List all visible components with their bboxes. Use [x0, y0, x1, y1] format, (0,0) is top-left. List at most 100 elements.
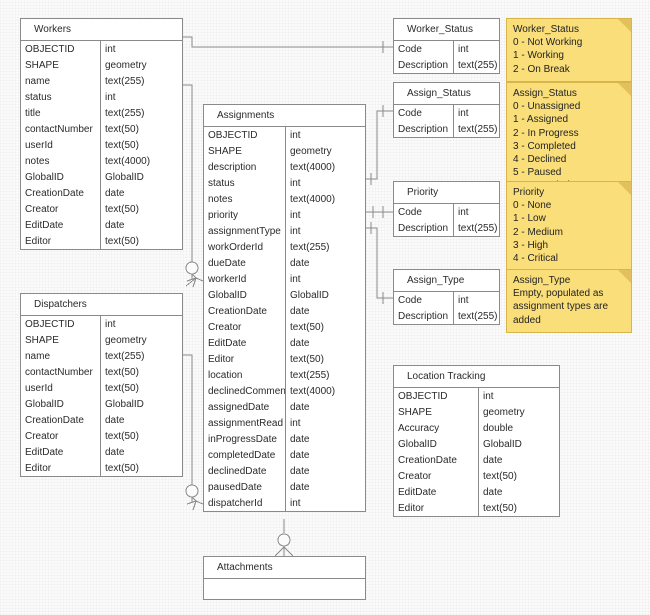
- field-type: text(255): [105, 75, 145, 87]
- field-name: SHAPE: [394, 404, 479, 420]
- entity-attachments[interactable]: Attachments: [203, 556, 366, 600]
- field-type: text(255): [458, 123, 498, 135]
- field-type: int: [290, 177, 301, 189]
- field-type: text(50): [105, 462, 139, 474]
- field-name: assignedDate: [204, 399, 286, 415]
- entity-title-workers: Workers: [21, 19, 182, 41]
- field-type: text(255): [458, 222, 498, 234]
- note-fold-corner-icon: [618, 19, 631, 32]
- entity-title-assign_status: Assign_Status: [394, 83, 499, 105]
- field-name: declinedDate: [204, 463, 286, 479]
- note-line: 4 - Declined: [513, 154, 567, 166]
- field-type: int: [290, 273, 301, 285]
- note-line: 3 - Completed: [513, 140, 576, 152]
- field-row: EditDate date: [21, 444, 182, 460]
- field-type: date: [290, 449, 310, 461]
- field-name: Editor: [21, 460, 101, 476]
- field-name: GlobalID: [21, 396, 101, 412]
- field-name: completedDate: [204, 447, 286, 463]
- field-row: name text(255): [21, 73, 182, 89]
- entity-title-worker_status: Worker_Status: [394, 19, 499, 41]
- field-type: text(50): [483, 502, 517, 514]
- note-line: 0 - Unassigned: [513, 101, 581, 113]
- field-name: status: [21, 89, 101, 105]
- field-type: date: [105, 414, 125, 426]
- note-line: 4 - Critical: [513, 253, 559, 265]
- field-type: int: [105, 318, 116, 330]
- field-type: date: [105, 446, 125, 458]
- note-line: 2 - Medium: [513, 226, 564, 238]
- field-name: Code: [394, 292, 454, 308]
- field-type: int: [458, 206, 469, 218]
- field-name: EditDate: [21, 217, 101, 233]
- field-name: dueDate: [204, 255, 286, 271]
- entity-title-priority: Priority: [394, 182, 499, 204]
- field-type: int: [290, 129, 301, 141]
- field-name: name: [21, 73, 101, 89]
- field-type: text(50): [105, 430, 139, 442]
- note-line: 1 - Working: [513, 50, 564, 62]
- entity-empty-body-attachments: [204, 579, 365, 599]
- field-name: Code: [394, 204, 454, 220]
- field-name: Accuracy: [394, 420, 479, 436]
- connector-assignments-to-priority: [366, 206, 393, 218]
- field-name: SHAPE: [21, 57, 101, 73]
- field-name: EditDate: [21, 444, 101, 460]
- field-type: int: [105, 91, 116, 103]
- note-title: Assign_Type: [513, 275, 571, 286]
- field-type: GlobalID: [290, 289, 329, 301]
- note-fold-corner-icon: [618, 83, 631, 96]
- field-name: Creator: [204, 319, 286, 335]
- field-type: text(50): [483, 470, 517, 482]
- field-name: Editor: [21, 233, 101, 249]
- connector-assignments-to-attachments: [274, 519, 294, 557]
- field-type: text(50): [105, 382, 139, 394]
- field-type: text(255): [458, 59, 498, 71]
- field-name: priority: [204, 207, 286, 223]
- note-title: Worker_Status: [513, 24, 579, 35]
- field-name: userId: [21, 137, 101, 153]
- connector-assignments-to-assign-status: [366, 105, 393, 185]
- connector-workers-to-worker-status: [183, 36, 393, 53]
- field-name: OBJECTID: [394, 388, 479, 404]
- field-type: int: [105, 43, 116, 55]
- note-line: 5 - Paused: [513, 167, 562, 179]
- note-fold-corner-icon: [618, 270, 631, 283]
